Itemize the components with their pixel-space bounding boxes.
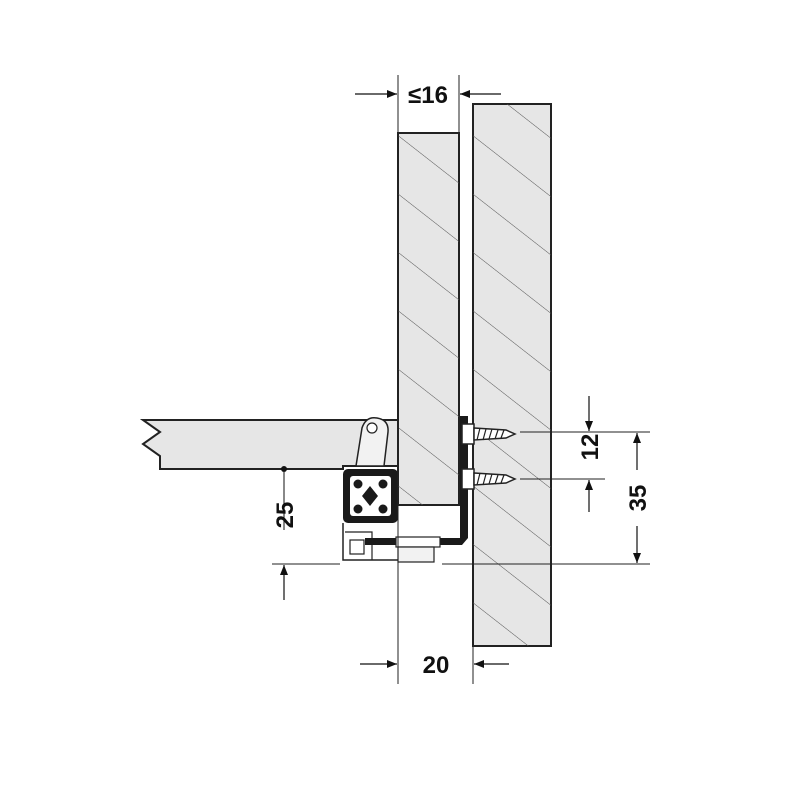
extension-lines	[272, 75, 650, 684]
label-mount-height: 35	[625, 485, 652, 512]
board-reference-dot	[281, 466, 287, 472]
screw-upper	[461, 423, 517, 445]
screw-lower	[461, 468, 517, 490]
drawer-side-panel	[397, 132, 460, 506]
slide-rail-profile	[342, 469, 398, 561]
dimension-screw-spacing: 12	[577, 396, 604, 512]
dimension-mount-height: 35	[625, 433, 652, 563]
cabinet-side-panel	[472, 103, 552, 647]
label-rail-offset: 20	[423, 652, 450, 679]
label-panel-thickness: ≤16	[408, 82, 448, 109]
locking-clip	[355, 416, 389, 467]
label-bottom-clearance: 25	[272, 502, 299, 529]
dimension-rail-offset: 20	[360, 652, 509, 679]
dimension-panel-thickness: ≤16	[355, 82, 501, 109]
label-screw-spacing: 12	[577, 434, 604, 461]
mounting-bracket	[365, 416, 468, 563]
dimension-bottom-clearance: 25	[272, 472, 299, 600]
